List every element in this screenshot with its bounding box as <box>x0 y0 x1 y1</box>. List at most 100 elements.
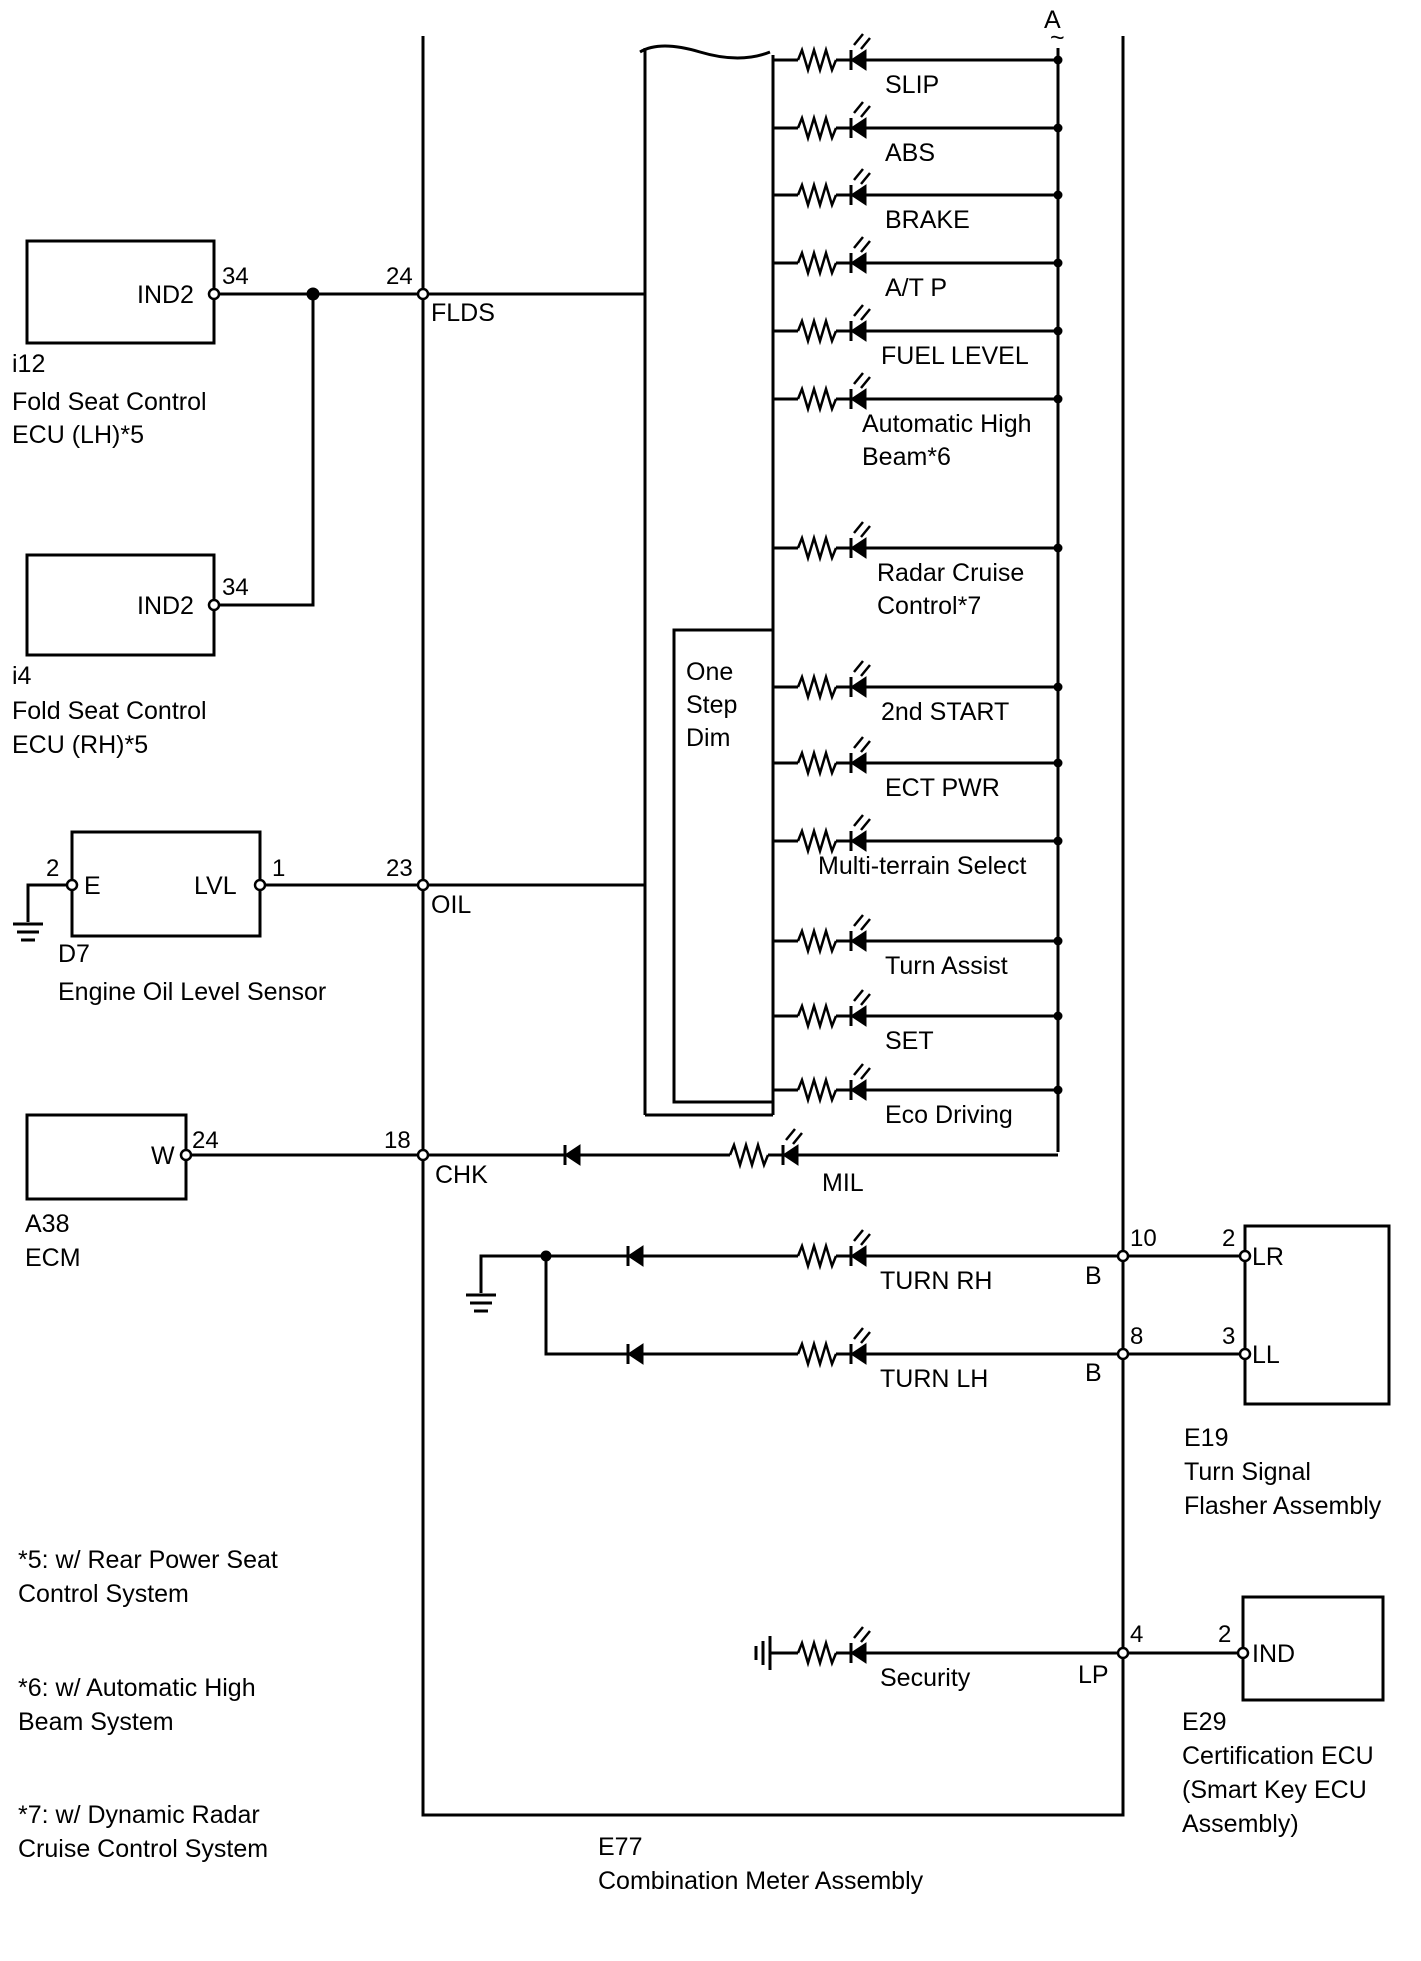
indicator-ect-pwr-label: ECT PWR <box>885 774 1000 802</box>
indicator-brake-label: BRAKE <box>885 206 970 234</box>
turn-indicator-wiring: TURN RH B TURN LH B 10 8 <box>466 1225 1240 1393</box>
indicator-2nd-start: 2nd START <box>773 660 1063 726</box>
e29-pin-label: IND <box>1252 1640 1295 1668</box>
e29-name-line1: Certification ECU <box>1182 1742 1374 1770</box>
indicator-brake: BRAKE <box>773 168 1063 234</box>
ecm-pin-num: 24 <box>192 1127 219 1154</box>
i12-pin-label: IND2 <box>137 281 194 309</box>
chk-pin-label: CHK <box>435 1161 488 1189</box>
indicator-radar-cruise-control-7-label-line2: Control*7 <box>877 592 981 620</box>
footnotes: *5: w/ Rear Power Seat Control System *6… <box>18 1546 278 1863</box>
d7-pin-lvl-label: LVL <box>194 872 237 900</box>
turn-rh-led-icon <box>849 1229 871 1267</box>
indicator-set: SET <box>773 989 1063 1055</box>
i12-name-line2: ECU (LH)*5 <box>12 421 144 449</box>
e19-pin-lr-num: 2 <box>1222 1225 1235 1252</box>
turn-lh-resistor-icon <box>796 1339 838 1369</box>
security-pin-num: 4 <box>1130 1621 1143 1648</box>
ecm-name: ECM <box>25 1244 81 1272</box>
i12-pin-num: 34 <box>222 263 249 290</box>
indicator-2nd-start-resistor-icon <box>796 672 838 702</box>
e19-code: E19 <box>1184 1424 1228 1452</box>
mil-led-icon <box>781 1128 803 1166</box>
indicator-set-resistor-icon <box>796 1001 838 1031</box>
indicator-fuel-level-resistor-icon <box>796 316 838 346</box>
e29-code: E29 <box>1182 1708 1226 1736</box>
indicator-slip-resistor-icon <box>796 45 838 75</box>
i4-name-line1: Fold Seat Control <box>12 697 207 725</box>
indicator-eco-driving-resistor-icon <box>796 1075 838 1105</box>
indicator-eco-driving-label: Eco Driving <box>885 1101 1013 1129</box>
indicator-automatic-high-beam-6-label-line1: Automatic High <box>862 410 1032 438</box>
security-ground-icon <box>754 1636 772 1670</box>
security-wiring: Security LP 4 <box>754 1621 1238 1692</box>
note-5-line2: Control System <box>18 1580 189 1608</box>
fold-seat-ecu-lh: IND2 34 i12 Fold Seat Control ECU (LH)*5 <box>12 239 249 449</box>
meter-code: E77 <box>598 1833 642 1861</box>
combination-meter-label: E77 Combination Meter Assembly <box>598 1833 924 1895</box>
indicator-abs-label: ABS <box>885 139 935 167</box>
indicator-brake-led-icon <box>849 168 871 206</box>
indicator-a-t-p-led-icon <box>849 236 871 274</box>
d7-name: Engine Oil Level Sensor <box>58 978 326 1006</box>
indicator-radar-cruise-control-7-led-icon <box>849 521 871 559</box>
indicator-automatic-high-beam-6-resistor-icon <box>796 384 838 414</box>
turn-rh-resistor-icon <box>796 1241 838 1271</box>
indicator-fuel-level-led-icon <box>849 304 871 342</box>
ecm: W 24 A38 ECM <box>25 1113 219 1272</box>
indicator-slip-label: SLIP <box>885 71 939 99</box>
d7-pin-lvl-num: 1 <box>272 855 285 882</box>
one-step-dim-line2: Step <box>686 691 737 719</box>
one-step-dim-block: One Step Dim <box>672 628 775 1104</box>
note-7-line1: *7: w/ Dynamic Radar <box>18 1801 260 1829</box>
indicator-a-t-p: A/T P <box>773 236 1063 302</box>
turn-lh-pin-label: B <box>1085 1359 1102 1387</box>
turn-rh-pin-num: 10 <box>1130 1225 1157 1252</box>
indicator-set-label: SET <box>885 1027 934 1055</box>
i4-pin-label: IND2 <box>137 592 194 620</box>
meter-bus-block <box>639 44 775 1117</box>
e19-pin-lr-label: LR <box>1252 1243 1284 1271</box>
indicator-a-t-p-label: A/T P <box>885 274 947 302</box>
one-step-dim-line1: One <box>686 658 733 686</box>
indicator-automatic-high-beam-6-led-icon <box>849 372 871 410</box>
note-6-line1: *6: w/ Automatic High <box>18 1674 256 1702</box>
e29-name-line2: (Smart Key ECU <box>1182 1776 1367 1804</box>
indicator-fuel-level-label: FUEL LEVEL <box>881 342 1029 370</box>
indicator-multi-terrain-select: Multi-terrain Select <box>773 814 1063 880</box>
i12-name-line1: Fold Seat Control <box>12 388 207 416</box>
i4-name-line2: ECU (RH)*5 <box>12 731 148 759</box>
indicator-eco-driving-led-icon <box>849 1063 871 1101</box>
chk-mil-wiring: 18 CHK MIL <box>191 1127 1058 1197</box>
indicator-turn-assist-label: Turn Assist <box>885 952 1008 980</box>
d7-ground-icon <box>13 922 43 942</box>
indicator-eco-driving: Eco Driving <box>773 1063 1063 1129</box>
i4-code: i4 <box>12 662 32 690</box>
d7-pin-e-num: 2 <box>46 855 59 882</box>
oil-pin-label: OIL <box>431 891 471 919</box>
indicator-turn-assist-led-icon <box>849 914 871 952</box>
chk-pin-num: 18 <box>384 1127 411 1154</box>
note-7-line2: Cruise Control System <box>18 1835 268 1863</box>
e29-pin-num: 2 <box>1218 1621 1231 1648</box>
turn-lh-pin-num: 8 <box>1130 1323 1143 1350</box>
engine-oil-level-sensor: E LVL 2 1 D7 Engine Oil Level Sensor <box>13 830 326 1006</box>
note-6-line2: Beam System <box>18 1708 174 1736</box>
ecm-code: A38 <box>25 1210 69 1238</box>
indicator-set-led-icon <box>849 989 871 1027</box>
security-led-icon <box>849 1626 871 1664</box>
indicator-slip: SLIP <box>773 33 1063 99</box>
e19-name-line1: Turn Signal <box>1184 1458 1311 1486</box>
security-pin-label: LP <box>1078 1661 1109 1689</box>
turn-rh-diode-icon <box>626 1245 644 1267</box>
indicator-radar-cruise-control-7-label-line1: Radar Cruise <box>877 559 1024 587</box>
i4-pin-num: 34 <box>222 574 249 601</box>
mil-label: MIL <box>822 1169 864 1197</box>
indicator-abs: ABS <box>773 101 1063 167</box>
meter-name: Combination Meter Assembly <box>598 1867 924 1895</box>
turn-rh-pin-label: B <box>1085 1262 1102 1290</box>
